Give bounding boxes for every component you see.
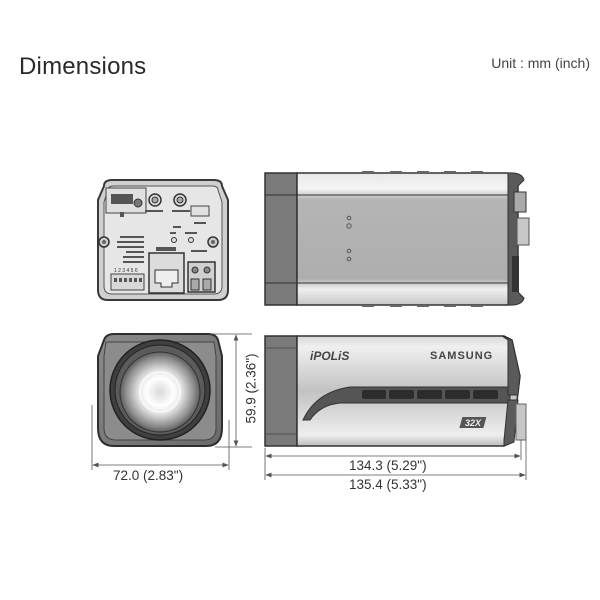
total-length-dimension: 135.4 (5.33") (349, 477, 427, 492)
samsung-logo: SAMSUNG (430, 350, 493, 362)
page-title: Dimensions (19, 53, 147, 80)
top-view (264, 171, 530, 307)
zoom-badge: 32X (465, 418, 482, 428)
front-view (97, 333, 223, 447)
rear-view: 1 2 3 4 5 6 (97, 179, 229, 301)
ipolis-logo: iPOLiS (310, 349, 349, 363)
height-dimension: 59.9 (2.36") (243, 353, 259, 424)
side-view: iPOLiS SAMSUNG 32X (264, 335, 527, 447)
width-dimension: 72.0 (2.83") (113, 468, 184, 483)
body-length-dimension: 134.3 (5.29") (349, 458, 427, 473)
dimension-lines (91, 333, 527, 480)
unit-label: Unit : mm (inch) (491, 55, 590, 71)
svg-text:1 2 3 4 5 6: 1 2 3 4 5 6 (114, 268, 138, 274)
